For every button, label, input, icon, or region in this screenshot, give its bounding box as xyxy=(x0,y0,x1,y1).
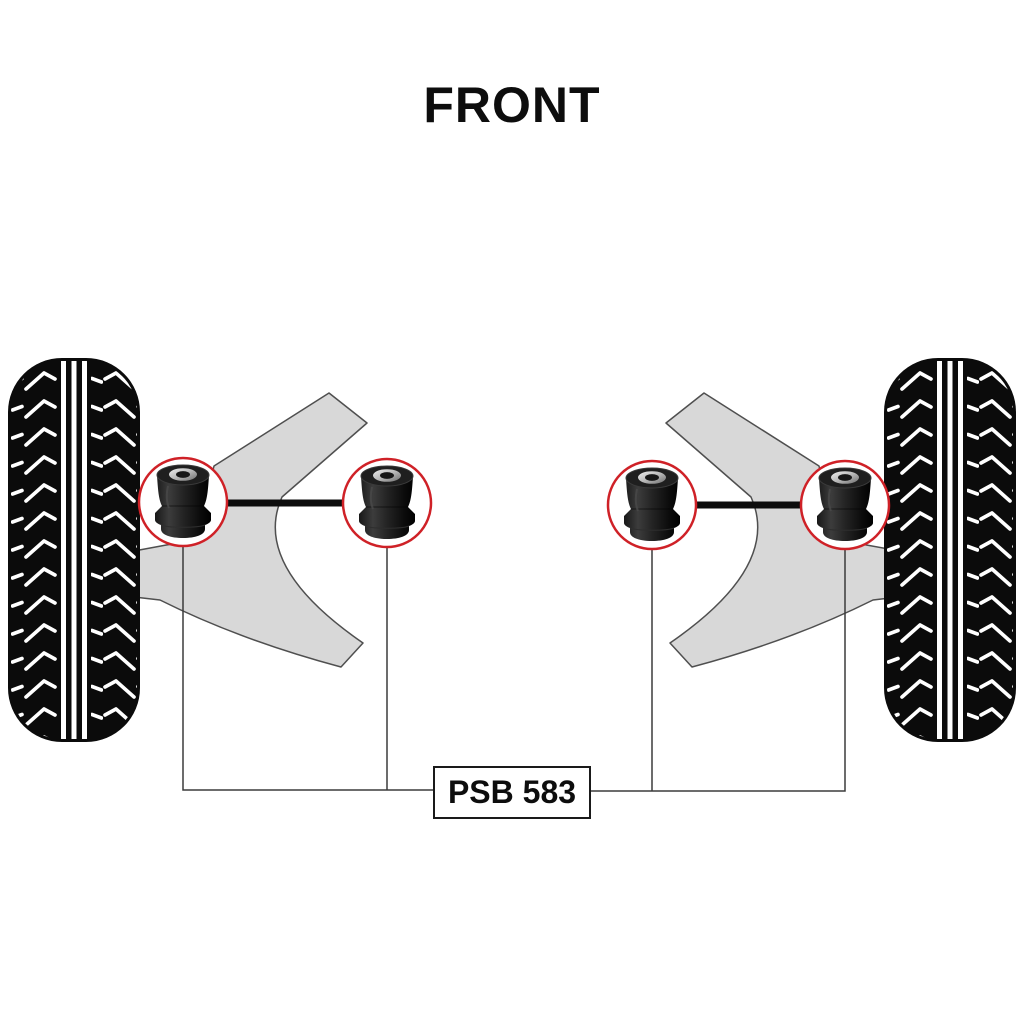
right-control-arm xyxy=(665,392,900,668)
page-title: FRONT xyxy=(423,77,601,133)
left-control-arm xyxy=(133,392,368,668)
right-tire xyxy=(884,358,1016,742)
left-tire xyxy=(8,358,140,742)
bushing-icon-right-inner xyxy=(623,467,681,542)
callout-connector-left-outer xyxy=(182,546,433,791)
bushing-icon-left-inner xyxy=(358,465,416,540)
bushing-icon-left-outer xyxy=(154,464,212,539)
bushing-icon-right-outer xyxy=(816,467,874,542)
callout-connector-right-outer xyxy=(590,549,846,792)
part-label: PSB 583 xyxy=(447,774,577,810)
part-label-box: PSB 583 xyxy=(433,766,591,819)
